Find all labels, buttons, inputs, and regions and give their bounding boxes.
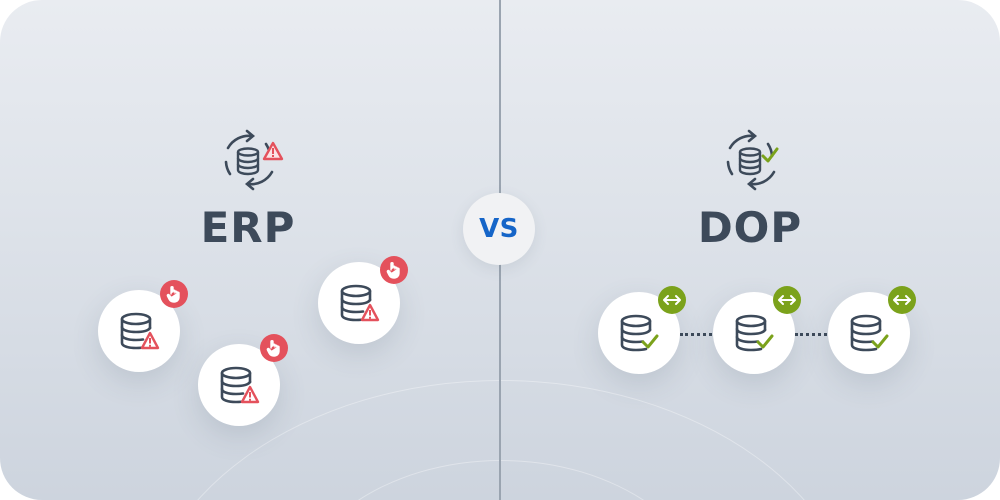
database-warning-icon <box>120 312 160 350</box>
dop-title: DOP <box>697 203 803 252</box>
dop-database-node-1 <box>598 286 686 374</box>
two-way-arrow-icon <box>893 295 911 305</box>
hand-pointer-icon <box>166 285 180 303</box>
database-warning-icon <box>340 284 380 322</box>
hand-pointer-icon <box>386 261 400 279</box>
hand-pointer-badge[interactable] <box>260 334 288 362</box>
sync-arrow-badge[interactable] <box>658 286 686 314</box>
database-sync-check-icon <box>726 129 779 191</box>
two-way-arrow-icon <box>778 295 796 305</box>
erp-database-node-2 <box>198 334 288 426</box>
erp-database-node-1 <box>98 280 188 372</box>
sync-arrow-badge[interactable] <box>773 286 801 314</box>
hand-pointer-badge[interactable] <box>380 256 408 284</box>
hand-pointer-badge[interactable] <box>160 280 188 308</box>
dop-database-node-2 <box>713 286 801 374</box>
two-way-arrow-icon <box>663 295 681 305</box>
erp-title: ERP <box>200 203 296 252</box>
database-sync-warning-icon <box>224 129 284 191</box>
database-warning-icon <box>220 366 260 404</box>
sync-arrow-badge[interactable] <box>888 286 916 314</box>
dop-database-node-3 <box>828 286 916 374</box>
vs-badge: VS <box>463 193 535 265</box>
database-check-icon <box>735 314 774 352</box>
dotted-connector-2 <box>795 333 827 336</box>
hand-pointer-icon <box>266 339 280 357</box>
dotted-connector-1 <box>680 333 712 336</box>
database-check-icon <box>850 314 889 352</box>
database-check-icon <box>620 314 659 352</box>
erp-database-node-3 <box>318 256 408 344</box>
